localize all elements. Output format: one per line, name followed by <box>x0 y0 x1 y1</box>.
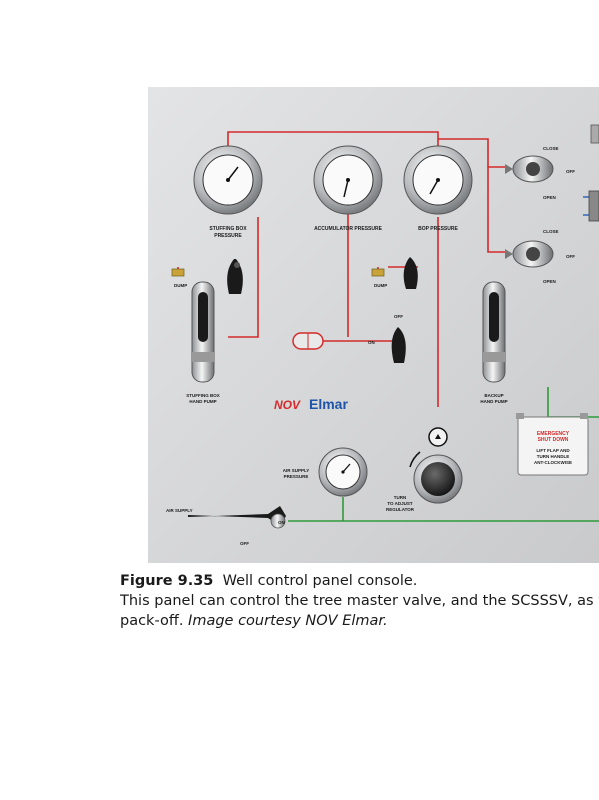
emergency-label-4: TURN HANDLE <box>537 454 570 459</box>
valve-2-close-label: CLOSE <box>543 229 559 234</box>
stuffing-box-hand-pump <box>191 281 215 383</box>
valve-1-off-label: OFF <box>566 169 575 174</box>
figure-number: Figure 9.35 <box>120 573 214 589</box>
regulator-label-1: TURN <box>394 495 407 500</box>
regulator-label-2: TO ADJUST <box>387 501 413 506</box>
off-label-air: OFF <box>240 541 249 546</box>
lever-on-off <box>391 327 406 363</box>
valve-2 <box>505 240 554 268</box>
caption-line-1: Figure 9.35 Well control panel console. <box>120 571 599 591</box>
caption-line-3: pack-off. Image courtesy NOV Elmar. <box>120 611 599 631</box>
emergency-shutdown-plate <box>516 413 589 476</box>
caption-body-line-1: This panel can control the tree master v… <box>120 593 599 609</box>
stuffing-box-pump-label-1: STUFFING BOX <box>186 393 220 398</box>
stuffing-box-pressure-gauge <box>193 145 263 215</box>
off-label-mid: OFF <box>394 314 403 319</box>
air-supply-gauge-label-1: AIR SUPPLY <box>283 468 310 473</box>
regulator-knob <box>409 427 463 504</box>
gauge-label-accumulator: ACCUMULATOR PRESSURE <box>314 226 383 232</box>
figure-title: Well control panel console. <box>222 573 418 589</box>
emergency-label-3: LIFT FLAP AND <box>536 448 570 453</box>
valve-1 <box>505 155 554 183</box>
valve-2-open-label: OPEN <box>543 279 556 284</box>
logo-mark: NOV <box>274 398 301 412</box>
lever-left <box>227 259 243 294</box>
emergency-label-5: ANT-CLOCKWISE <box>534 460 572 465</box>
valve-1-close-label: CLOSE <box>543 146 559 151</box>
air-supply-pressure-gauge <box>318 447 368 497</box>
caption-body-line-2: pack-off. <box>120 613 184 629</box>
emergency-label-1: EMERGENCY <box>537 431 570 437</box>
lever-mid <box>403 257 418 289</box>
emergency-label-2: SHUT DOWN <box>538 437 569 443</box>
backup-hand-pump <box>482 281 506 383</box>
backup-pump-label-2: HAND PUMP <box>480 399 507 404</box>
backup-pump-label-1: BACKUP <box>484 393 503 398</box>
on-label-air: ON <box>278 520 285 525</box>
gauge-label-stuffing-box-2: PRESSURE <box>214 233 242 239</box>
stuffing-box-pump-label-2: HAND PUMP <box>189 399 216 404</box>
right-edge-fittings <box>588 124 599 222</box>
on-label-mid: ON <box>368 340 375 345</box>
accumulator-pressure-gauge <box>313 145 383 215</box>
image-credit: Image courtesy NOV Elmar. <box>188 613 388 629</box>
nov-elmar-logo: NOV Elmar <box>274 396 348 412</box>
dump-label-mid: DUMP <box>374 283 387 288</box>
logo-name: Elmar <box>309 396 348 412</box>
bop-pressure-gauge <box>403 145 473 215</box>
valve-2-off-label: OFF <box>566 254 575 259</box>
regulator-label-3: REGULATOR <box>386 507 415 512</box>
figure-caption: Figure 9.35 Well control panel console. … <box>120 571 599 631</box>
gauge-label-bop: BOP PRESSURE <box>418 226 458 232</box>
valve-1-open-label: OPEN <box>543 195 556 200</box>
accumulator-bottle <box>292 332 324 350</box>
air-supply-gauge-label-2: PRESSURE <box>284 474 309 479</box>
well-control-panel-figure: STUFFING BOX PRESSURE ACCUMULATOR PRESSU… <box>148 87 599 563</box>
air-supply-lever <box>188 506 286 529</box>
dump-fitting-mid <box>371 268 385 277</box>
dump-fitting-left <box>171 268 185 277</box>
air-supply-label: AIR SUPPLY <box>166 508 193 513</box>
gauge-label-stuffing-box-1: STUFFING BOX <box>209 226 247 232</box>
dump-label-left: DUMP <box>174 283 187 288</box>
